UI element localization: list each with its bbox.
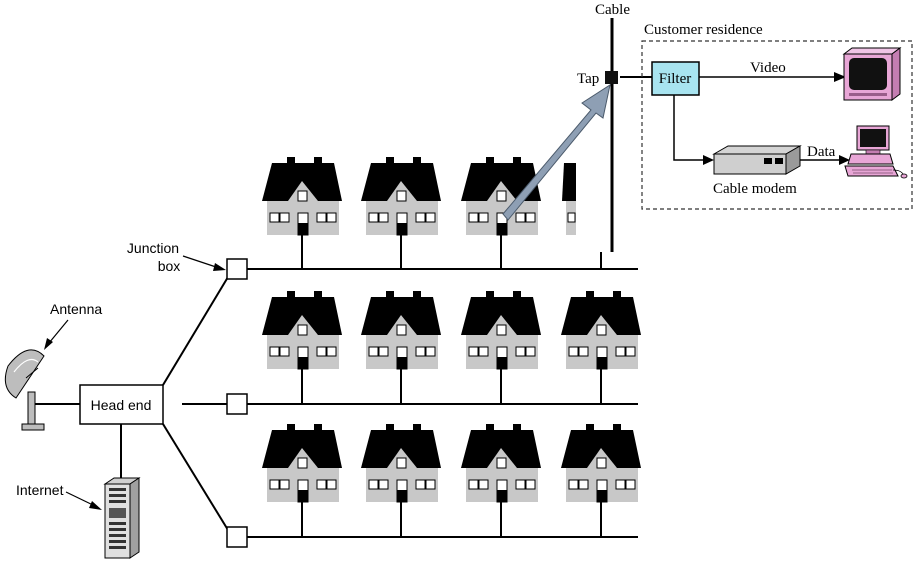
junction-boxes: [226, 258, 248, 548]
data-link: [673, 95, 842, 161]
tap-label: Tap: [577, 71, 599, 87]
zoom-arrow: [502, 83, 611, 221]
antenna-pointer: [48, 319, 69, 344]
junction-box-arrowhead: [213, 263, 226, 271]
customer-residence-label: Customer residence: [644, 22, 763, 38]
modem-arrowhead: [703, 155, 714, 165]
house-icon: [460, 423, 542, 503]
house-row-3: [261, 423, 642, 503]
head-end-label: Head end: [91, 397, 152, 413]
antenna-arrowhead: [44, 338, 53, 350]
satellite-dish-icon: [4, 349, 45, 431]
data-arrowhead: [839, 155, 850, 165]
filter-label: Filter: [659, 71, 692, 87]
cable-label: Cable: [595, 2, 630, 18]
house-icon: [460, 290, 542, 370]
house-drops: [301, 235, 602, 537]
cable-modem-icon: [712, 145, 802, 175]
house-icon: [460, 156, 542, 236]
head-end: Head end: [79, 384, 164, 425]
house-icon: [560, 423, 642, 503]
video-arrowhead: [834, 72, 846, 82]
filter-box: [651, 61, 700, 96]
desktop-computer-icon: [844, 125, 908, 179]
customer-residence-box: [641, 40, 913, 210]
antenna-label: Antenna: [50, 301, 102, 317]
junction-box-label-line2: box: [158, 258, 181, 274]
internet-label: Internet: [16, 482, 64, 498]
house-icon: [261, 423, 343, 503]
data-label: Data: [807, 144, 836, 160]
house-icon: [560, 290, 642, 370]
house-icon: [360, 423, 442, 503]
house-icon: [360, 290, 442, 370]
internet-pointer: [65, 491, 96, 507]
junction-box-label-line1: Junction: [127, 240, 179, 256]
junction-box-pointer: [182, 255, 220, 269]
house-row-2: [261, 290, 642, 370]
house-row-1: [261, 156, 576, 236]
internet-arrowhead: [89, 501, 102, 510]
tap-node: [605, 71, 618, 84]
tv-monitor-icon: [842, 47, 902, 101]
house-icon-partial: [562, 163, 576, 235]
server-rack-icon: [103, 477, 141, 559]
video-label: Video: [750, 60, 786, 76]
house-icon: [360, 156, 442, 236]
cable-lines: [31, 18, 652, 538]
cable-modem-label: Cable modem: [713, 181, 797, 197]
house-icon: [261, 290, 343, 370]
house-icon: [261, 156, 343, 236]
